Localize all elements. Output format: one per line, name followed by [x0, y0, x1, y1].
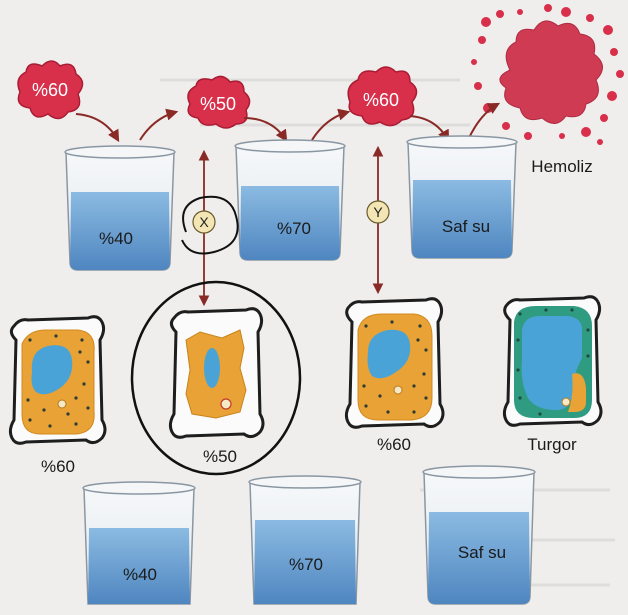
top-beaker-2-label: %70 [277, 219, 311, 238]
marker-y-label: Y [373, 204, 383, 220]
bottom-beaker-2: %70 [249, 476, 361, 604]
plant-cell-3-label: %60 [377, 435, 411, 454]
marker-x-label: X [199, 214, 209, 230]
marker-y: Y [367, 201, 389, 223]
bottom-beaker-3-label: Saf su [458, 543, 506, 562]
bottom-beaker-3: Saf su [423, 466, 535, 604]
plant-cell-2-label: %50 [203, 447, 237, 466]
rbc-3-label: %60 [363, 90, 399, 110]
plant-cell-1: %60 [10, 317, 105, 476]
top-beaker-3-label: Saf su [442, 217, 490, 236]
hemoliz-label: Hemoliz [531, 157, 592, 176]
bottom-beaker-2-label: %70 [289, 555, 323, 574]
rbc-2: %50 [188, 76, 250, 128]
top-beaker-2: %70 [235, 140, 345, 260]
plant-cell-4: Turgor [504, 297, 601, 454]
rbc-1-label: %60 [32, 80, 68, 100]
bottom-beaker-1: %40 [83, 482, 195, 604]
plant-cell-3: %60 [346, 299, 443, 454]
plant-cell-4-label: Turgor [527, 435, 577, 454]
rbc-3: %60 [348, 67, 416, 126]
plant-cell-2: %50 [132, 282, 300, 474]
top-beaker-1-label: %40 [99, 229, 133, 248]
marker-x: X [182, 197, 238, 254]
rbc-2-label: %50 [200, 94, 236, 114]
bottom-beaker-1-label: %40 [123, 565, 157, 584]
plant-cell-1-label: %60 [41, 457, 75, 476]
top-arrows [76, 104, 498, 140]
rbc-1: %60 [18, 61, 83, 119]
top-beaker-1: %40 [65, 146, 175, 270]
top-beaker-3: Saf su [407, 136, 517, 258]
